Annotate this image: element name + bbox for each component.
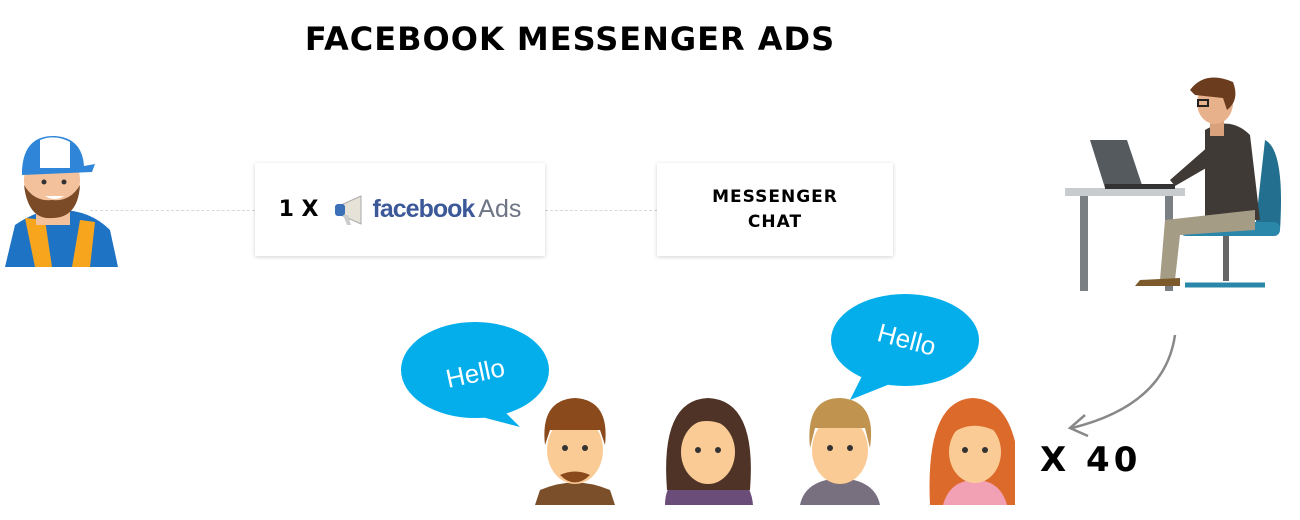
person-avatar (929, 398, 1015, 505)
speech-bubble-left: Hello (401, 322, 549, 427)
speech-bubble-right: Hello (831, 294, 979, 400)
connector-line (545, 210, 657, 211)
facebook-logo-text: facebook (372, 195, 476, 223)
person-avatar (800, 398, 880, 505)
person-avatar (535, 398, 615, 505)
person-avatar (665, 398, 753, 505)
megaphone-icon (334, 194, 362, 225)
facebook-ads-card: 1 X facebook Ads (255, 163, 545, 256)
chat-label-line1: MESSENGER (712, 186, 838, 207)
audience-count: X 40 (1040, 440, 1142, 480)
chat-label-line2: CHAT (747, 211, 803, 232)
audience-illustration: Hello Hello (401, 294, 1015, 505)
curved-arrow-icon (1067, 334, 1177, 438)
man-at-laptop-icon (1065, 77, 1281, 291)
connector-line (90, 210, 255, 211)
ads-text: Ads (478, 195, 522, 223)
page-title: FACEBOOK MESSENGER ADS (304, 20, 836, 58)
ad-multiplier: 1 X (278, 197, 319, 222)
worker-icon (5, 135, 118, 267)
messenger-chat-card: MESSENGER CHAT (657, 163, 893, 256)
